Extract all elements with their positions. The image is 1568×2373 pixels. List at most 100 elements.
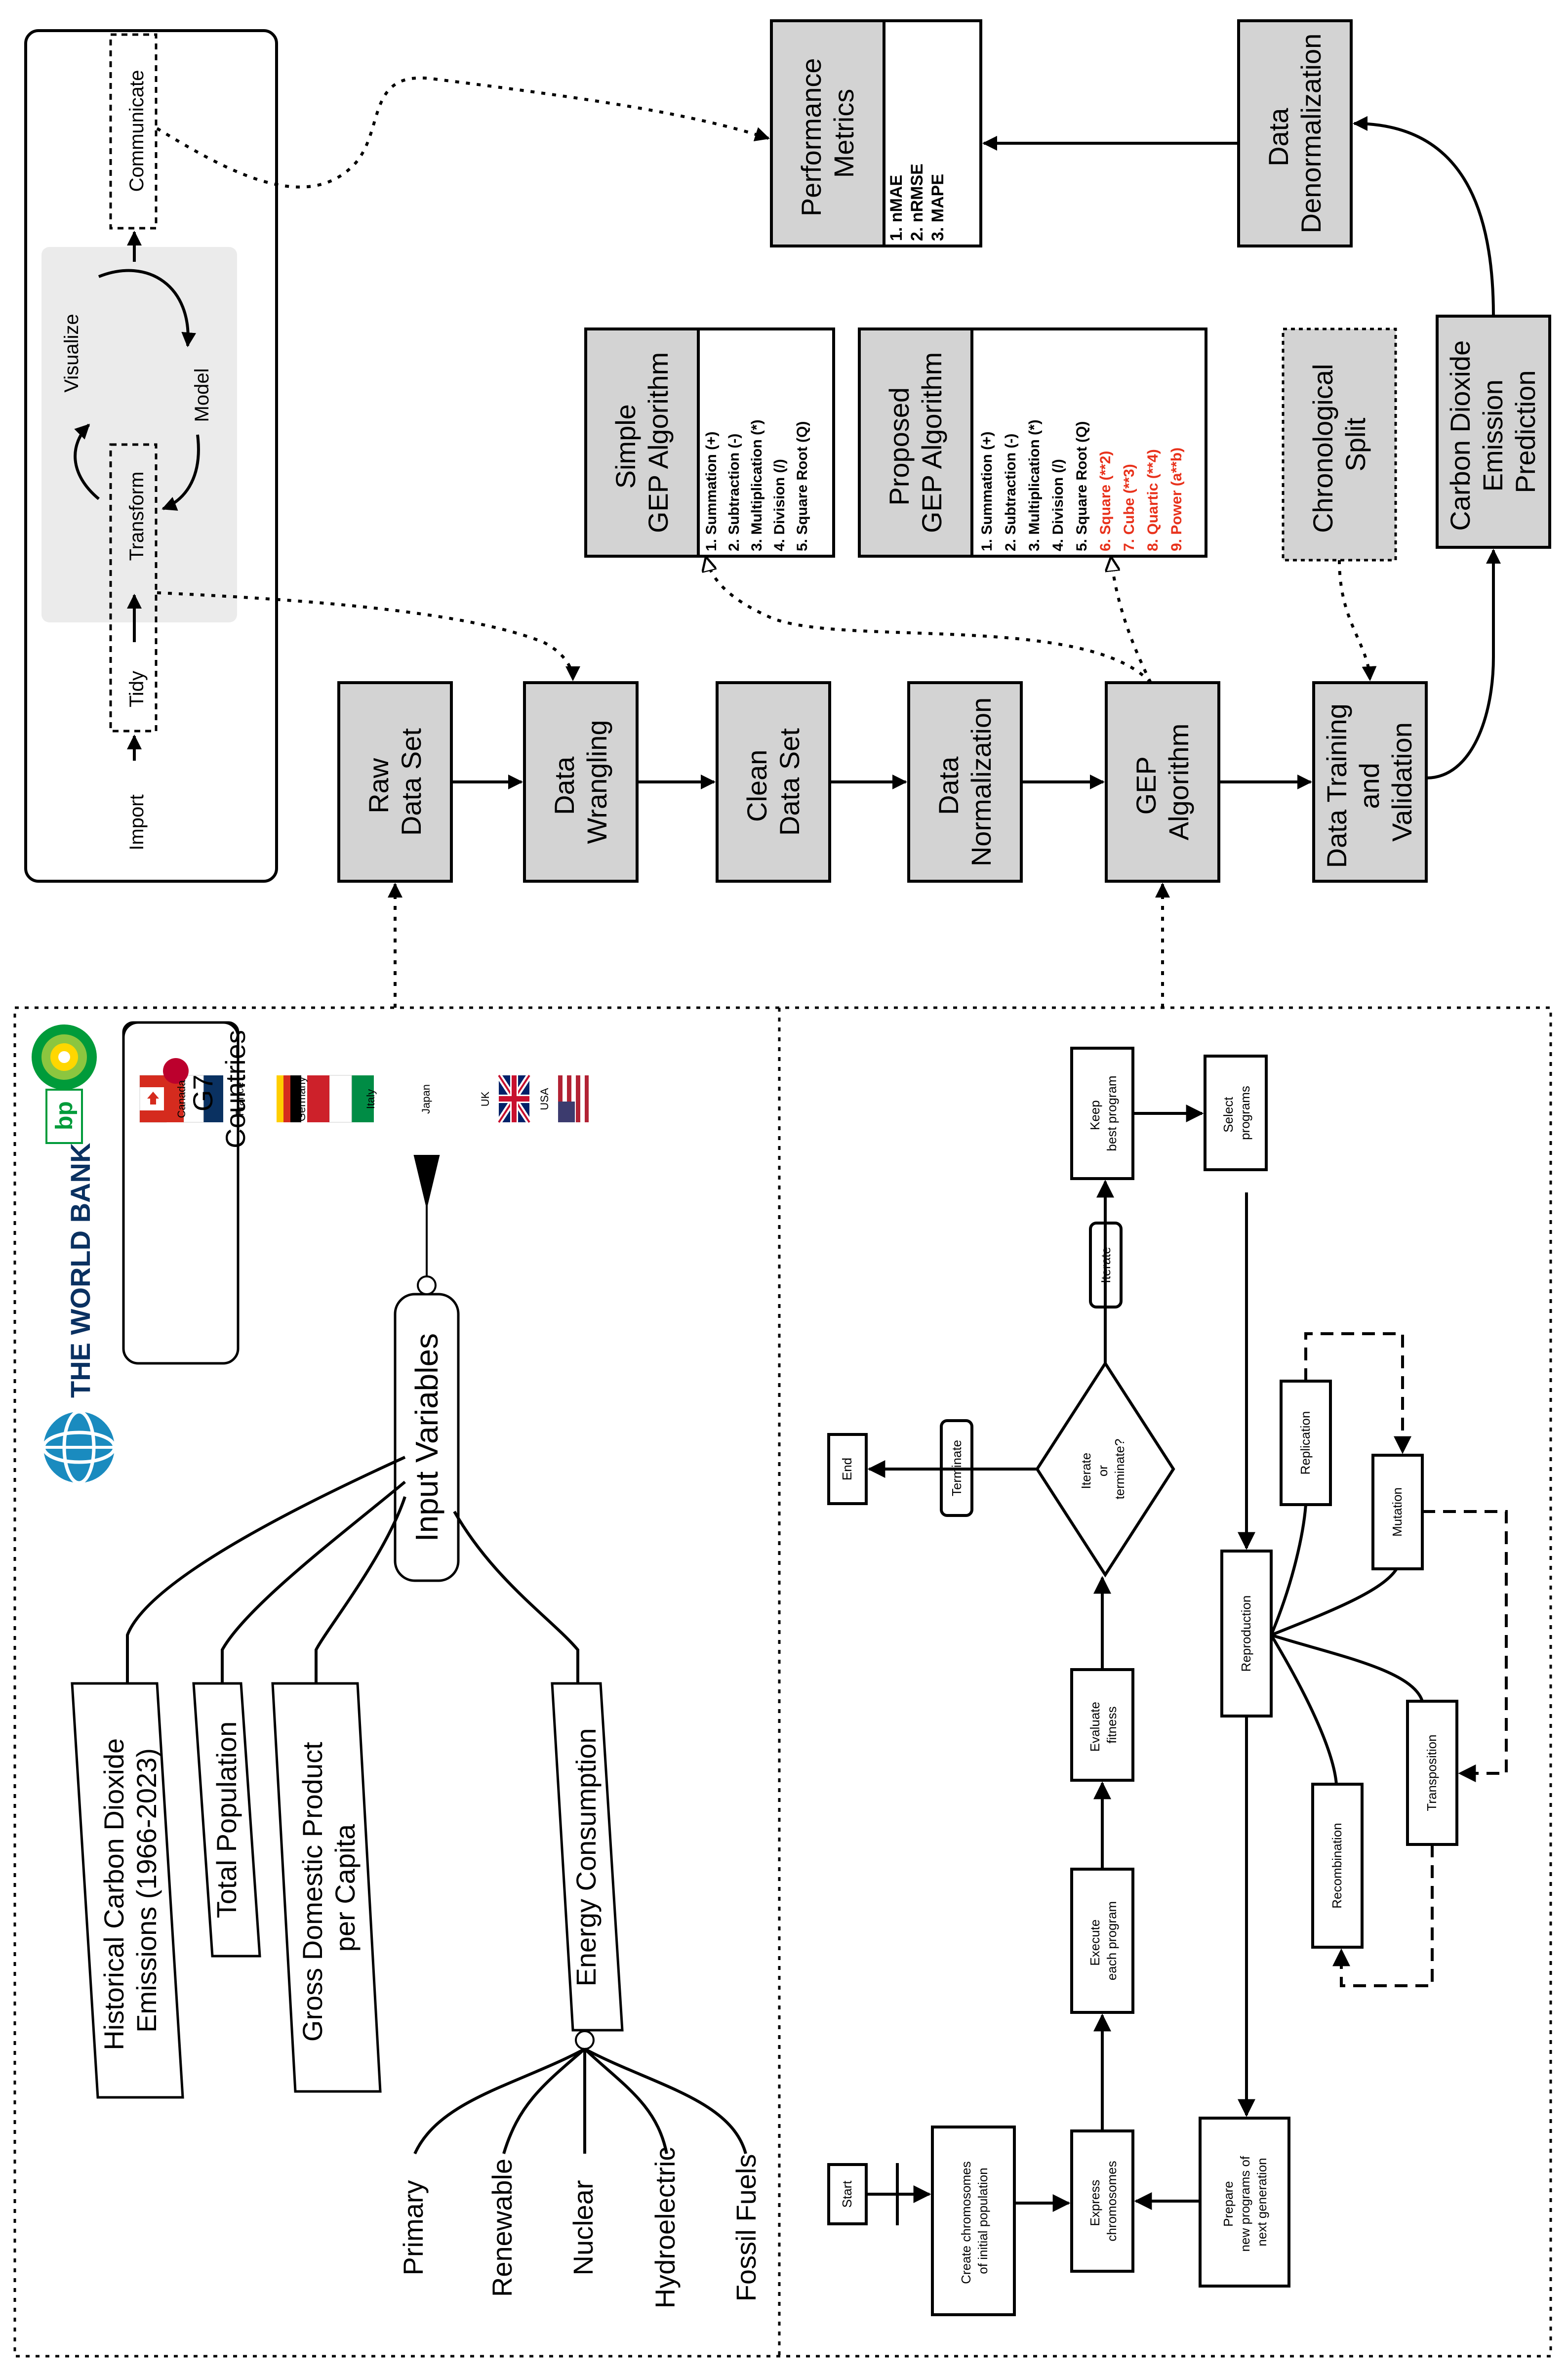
gep-line2: Algorithm: [1163, 724, 1194, 841]
wrangling-line1: Data: [549, 756, 580, 815]
training-to-prediction-arrow: [1426, 549, 1501, 779]
svg-text:Data Wrangling: Data Wrangling: [549, 720, 612, 844]
gep-algorithm-node: GEP Algorithm: [1105, 681, 1220, 883]
execute-program-node: [1070, 1868, 1134, 2014]
energy-to-fossil-branch: [584, 2047, 747, 2154]
proposed-op-1: 1. Summation (+): [979, 431, 995, 551]
training-validation-node: Data Training and Validation: [1312, 681, 1428, 883]
create-population-node: [931, 2126, 1016, 2316]
start-label: Start: [840, 2180, 854, 2208]
chronological-split-node: Chronological Split: [1282, 327, 1397, 562]
svg-text:Clean Data Set: Clean Data Set: [741, 728, 805, 836]
iterate-terminate-decision: [1035, 1360, 1175, 1578]
uk-flag-detail: [496, 1073, 532, 1124]
gdp-card: Gross Domestic Product per Capita: [271, 1682, 382, 2093]
svg-text:Data Normalization: Data Normalization: [933, 697, 997, 866]
proposed-gep-title-line2: GEP Algorithm: [916, 352, 947, 533]
simple-gep-title-line2: GEP Algorithm: [643, 352, 674, 533]
select-line1: Select: [1221, 1097, 1236, 1133]
country-italy: Italy: [364, 1089, 377, 1109]
metric-nrmse: 2. nRMSE: [908, 164, 926, 241]
prediction-line1: Carbon Dioxide: [1445, 340, 1476, 531]
pipeline: Raw Data Set Data Wrangling Clean Data S…: [156, 19, 1551, 1008]
svg-text:Carbon Dioxide Emissio: Carbon Dioxide Emission Prediction: [1445, 332, 1541, 531]
recombination-node: [1311, 1783, 1364, 1949]
gdp-line1: Gross Domestic Product: [297, 1742, 328, 2042]
france-flag-icon: [164, 1075, 223, 1123]
svg-text:Iterate or termina: Iterate or terminate?: [1079, 1439, 1127, 1500]
proposed-op-9: 9. Power (a**b): [1168, 448, 1185, 551]
historical-emissions-card: Historical Carbon Dioxide Emissions (196…: [71, 1682, 184, 2099]
svg-text:Select programs: Select programs: [1221, 1086, 1252, 1140]
clean-line2: Data Set: [774, 728, 805, 836]
japan-flag-icon: [163, 1058, 189, 1084]
replication-label: Replication: [1298, 1411, 1313, 1475]
select-programs-node: [1204, 1055, 1268, 1171]
reproduction-to-transposition-branch: [1271, 1634, 1424, 1702]
split-to-training-arrow: [1338, 560, 1377, 681]
world-bank-wordmark: THE WORLD BANK: [65, 1143, 96, 1398]
energy-primary: Primary: [398, 2180, 429, 2276]
input-variables-node: Input Variables: [394, 1275, 460, 1582]
proposed-gep-node: Proposed GEP Algorithm 1. Summation (+) …: [858, 327, 1207, 558]
country-usa: USA: [538, 1088, 551, 1110]
country-uk: UK: [479, 1091, 491, 1106]
input-variables-label: Input Variables: [409, 1333, 444, 1542]
proposed-gep-title-line1: Proposed: [884, 387, 915, 506]
world-bank-globe-icon: [41, 1410, 117, 1485]
tidy-label: Tidy: [126, 671, 148, 707]
end-node: [827, 1433, 868, 1505]
decision-line3: terminate?: [1112, 1439, 1127, 1500]
proposed-op-8: 8. Quartic (**4): [1145, 449, 1161, 551]
italy-flag-icon: [307, 1075, 374, 1123]
inputs-to-population-branch: [221, 1480, 406, 1683]
metric-mape: 3. MAPE: [928, 174, 947, 241]
energy-consumption-card: Energy Consumption: [551, 1682, 624, 2032]
svg-text:Data Training and: Data Training and Validation: [1321, 696, 1417, 868]
svg-text:1. Summation (+) 2. Su: 1. Summation (+) 2. Subtraction (-) 3. M…: [979, 415, 1185, 551]
energy-fossil-fuels: Fossil Fuels: [730, 2154, 762, 2302]
tidy-transform-box: [109, 443, 158, 733]
svg-text:Keep best program: Keep best program: [1087, 1075, 1119, 1151]
svg-text:Proposed GEP Algorithm: Proposed GEP Algorithm: [884, 352, 947, 533]
prediction-to-denormalization-arrow: [1353, 116, 1495, 317]
prepare-programs-node: [1199, 2117, 1290, 2288]
metrics-title-line2: Metrics: [828, 89, 859, 178]
g7-countries-box: Canada France Germany Italy Japan UK USA…: [122, 1021, 551, 1365]
reproduction-to-mutation-branch: [1270, 1568, 1398, 1637]
mutation-node: [1371, 1454, 1424, 1570]
metrics-title-line1: Performance: [796, 58, 827, 216]
tidy-cycle-panel: Import Tidy Transform Visualize Model Co…: [24, 29, 278, 883]
transform-to-wrangling-link: [157, 591, 580, 681]
recombination-label: Recombination: [1329, 1823, 1344, 1908]
evaluate-line2: fitness: [1104, 1706, 1119, 1743]
canada-flag-icon: [139, 1075, 167, 1123]
proposed-op-4: 4. Division (/): [1050, 459, 1066, 551]
usa-flag-detail: [558, 1075, 589, 1122]
historical-line2: Emissions (1966-2023): [131, 1748, 162, 2033]
create-line2: of initial population: [975, 2168, 990, 2274]
model-label: Model: [191, 368, 213, 422]
end-label: End: [840, 1458, 854, 1480]
svg-text:Express chromosomes: Express chromosomes: [1087, 2161, 1119, 2241]
transform-label: Transform: [126, 472, 148, 561]
express-line1: Express: [1087, 2180, 1102, 2226]
simple-op-4: 4. Division (/): [771, 459, 788, 551]
proposed-op-5: 5. Square Root (Q): [1074, 421, 1090, 551]
svg-text:Simple GEP Algorithm: Simple GEP Algorithm: [610, 352, 674, 533]
country-canada: Canada: [175, 1080, 188, 1118]
svg-text:1. nMAE 2. nRMSE: 1. nMAE 2. nRMSE 3. MAPE: [887, 159, 947, 241]
proposed-op-3: 3. Multiplication (*): [1026, 419, 1043, 551]
mutation-label: Mutation: [1390, 1487, 1405, 1537]
keep-best-program-node: [1070, 1047, 1134, 1180]
energy-to-hydro-branch: [583, 2047, 668, 2154]
bp-helios-icon: [32, 1024, 97, 1090]
express-line2: chromosomes: [1104, 2161, 1119, 2241]
world-bank-logo: THE WORLD BANK: [41, 1143, 117, 1485]
total-population-label: Total Population: [211, 1721, 242, 1919]
total-population-card: Total Population: [192, 1682, 261, 1958]
g7-title-line1: G7: [187, 1074, 218, 1111]
start-node: [827, 2163, 868, 2225]
energy-branch-node: [575, 2030, 595, 2050]
normalization-line2: Normalization: [965, 697, 997, 866]
